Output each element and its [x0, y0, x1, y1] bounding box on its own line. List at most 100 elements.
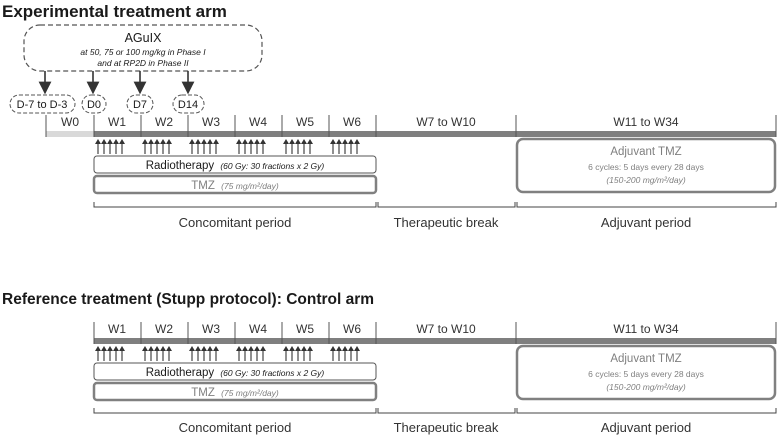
reference-timeline: [93, 322, 777, 344]
fraction-arrowhead: [142, 346, 148, 351]
fraction-arrowhead: [142, 139, 148, 144]
fraction-arrowhead: [342, 139, 348, 144]
aguix-dose-line2: and at RP2D in Phase II: [97, 58, 189, 68]
week-label: W4: [249, 322, 267, 336]
adjuvant-dose: (150-200 mg/m²/day): [606, 175, 686, 185]
fraction-arrowhead: [195, 346, 201, 351]
week-label: W6: [343, 322, 361, 336]
period-label: Adjuvant period: [601, 215, 691, 230]
period-label: Concomitant period: [179, 215, 292, 230]
reference-arm-title: Reference treatment (Stupp protocol): Co…: [2, 291, 374, 308]
fraction-arrowhead: [207, 139, 213, 144]
week-label: W4: [249, 115, 267, 129]
week-label: W2: [155, 115, 173, 129]
fraction-arrowhead: [148, 139, 154, 144]
radiotherapy-detail: (60 Gy: 30 fractions x 2 Gy): [220, 368, 324, 378]
fraction-arrowhead: [242, 346, 248, 351]
fraction-arrowhead: [160, 139, 166, 144]
fraction-arrowhead: [289, 139, 295, 144]
fraction-arrowhead: [189, 346, 195, 351]
svg-text:Radiotherapy (60 Gy: 30: Radiotherapy (60 Gy: 30 fractions x 2 Gy…: [146, 160, 325, 172]
period-label: Adjuvant period: [601, 420, 691, 435]
reference-tmz-box: TMZ (75 mg/m²/day): [92, 381, 378, 402]
period-label: Concomitant period: [179, 420, 292, 435]
fraction-arrowhead: [113, 139, 119, 144]
fraction-arrowhead: [260, 139, 266, 144]
experimental-adjuvant-box: Adjuvant TMZ 6 cycles: 5 days every 28 d…: [515, 137, 777, 194]
fraction-arrowhead: [301, 139, 307, 144]
period-label: Therapeutic break: [394, 420, 499, 435]
week-label: W7 to W10: [416, 115, 476, 129]
reference-radiotherapy-box: Radiotherapy (60 Gy: 30 fractions x 2 Gy…: [93, 362, 377, 381]
fraction-arrowhead: [242, 139, 248, 144]
fraction-arrowhead: [348, 139, 354, 144]
fraction-arrowhead: [166, 139, 172, 144]
svg-text:Radiotherapy (60 Gy: 30: Radiotherapy (60 Gy: 30 fractions x 2 Gy…: [146, 367, 325, 379]
experimental-arm-title: Experimental treatment arm: [2, 2, 227, 21]
aguix-dose-line1: at 50, 75 or 100 mg/kg in Phase I: [80, 47, 206, 57]
fraction-arrowhead: [336, 346, 342, 351]
fraction-arrowhead: [195, 139, 201, 144]
period-label: Therapeutic break: [394, 215, 499, 230]
week-label: W5: [296, 322, 314, 336]
fraction-arrowhead: [283, 139, 289, 144]
dose-day-label: D0: [87, 99, 101, 111]
week-label: W0: [61, 115, 79, 129]
fraction-arrowhead: [160, 346, 166, 351]
fraction-arrowhead: [330, 346, 336, 351]
tmz-detail: (75 mg/m²/day): [221, 181, 279, 191]
radiotherapy-label: Radiotherapy: [146, 160, 215, 172]
fraction-arrowhead: [107, 346, 113, 351]
fraction-arrowhead: [154, 139, 160, 144]
dose-day-label: D14: [178, 99, 198, 111]
fraction-arrowhead: [260, 346, 266, 351]
experimental-fraction-arrows: [95, 139, 360, 154]
dose-day-pills: D-7 to D-3 D0 D7 D14: [9, 94, 205, 114]
fraction-arrowhead: [101, 139, 107, 144]
experimental-period-labels: Concomitant period Therapeutic break Adj…: [179, 215, 692, 230]
fraction-arrowhead: [201, 139, 207, 144]
reference-fraction-arrows: [95, 346, 360, 361]
aguix-box: AGuIX at 50, 75 or 100 mg/kg in Phase I …: [23, 24, 263, 72]
fraction-arrowhead: [119, 139, 125, 144]
tmz-label: TMZ: [191, 180, 215, 192]
fraction-arrowhead: [113, 346, 119, 351]
adjuvant-title: Adjuvant TMZ: [610, 146, 681, 158]
adjuvant-title: Adjuvant TMZ: [610, 353, 681, 365]
radiotherapy-label: Radiotherapy: [146, 367, 215, 379]
fraction-arrowhead: [307, 346, 313, 351]
experimental-radiotherapy-box: Radiotherapy (60 Gy: 30 fractions x 2 Gy…: [93, 155, 377, 174]
fraction-arrowhead: [207, 346, 213, 351]
fraction-arrowhead: [248, 139, 254, 144]
fraction-arrowhead: [295, 346, 301, 351]
week-label: W6: [343, 115, 361, 129]
aguix-name: AGuIX: [125, 31, 162, 45]
tmz-label: TMZ: [191, 387, 215, 399]
fraction-arrowhead: [283, 346, 289, 351]
reference-adjuvant-box: Adjuvant TMZ 6 cycles: 5 days every 28 d…: [515, 344, 777, 401]
aguix-dose-arrows: [38, 71, 195, 95]
dose-day-label: D-7 to D-3: [17, 99, 68, 111]
week-label: W3: [202, 322, 220, 336]
reference-period-labels: Concomitant period Therapeutic break Adj…: [179, 420, 692, 435]
fraction-arrowhead: [166, 346, 172, 351]
experimental-tmz-box: TMZ (75 mg/m²/day): [92, 174, 378, 195]
reference-period-braces: [93, 408, 777, 414]
reference-week-labels: W1 W2 W3 W4 W5 W6 W7 to W10 W11 to W34: [108, 322, 679, 336]
fraction-arrowhead: [189, 139, 195, 144]
week-label: W7 to W10: [416, 322, 476, 336]
week-label: W11 to W34: [613, 322, 678, 336]
week-label: W1: [108, 115, 126, 129]
experimental-period-braces: [93, 202, 777, 208]
fraction-arrowhead: [254, 346, 260, 351]
fraction-arrowhead: [301, 346, 307, 351]
adjuvant-dose: (150-200 mg/m²/day): [606, 382, 686, 392]
fraction-arrowhead: [119, 346, 125, 351]
fraction-arrowhead: [295, 139, 301, 144]
fraction-arrowhead: [354, 139, 360, 144]
fraction-arrowhead: [254, 139, 260, 144]
fraction-arrowhead: [342, 346, 348, 351]
radiotherapy-detail: (60 Gy: 30 fractions x 2 Gy): [220, 161, 324, 171]
adjuvant-schedule: 6 cycles: 5 days every 28 days: [588, 369, 704, 379]
